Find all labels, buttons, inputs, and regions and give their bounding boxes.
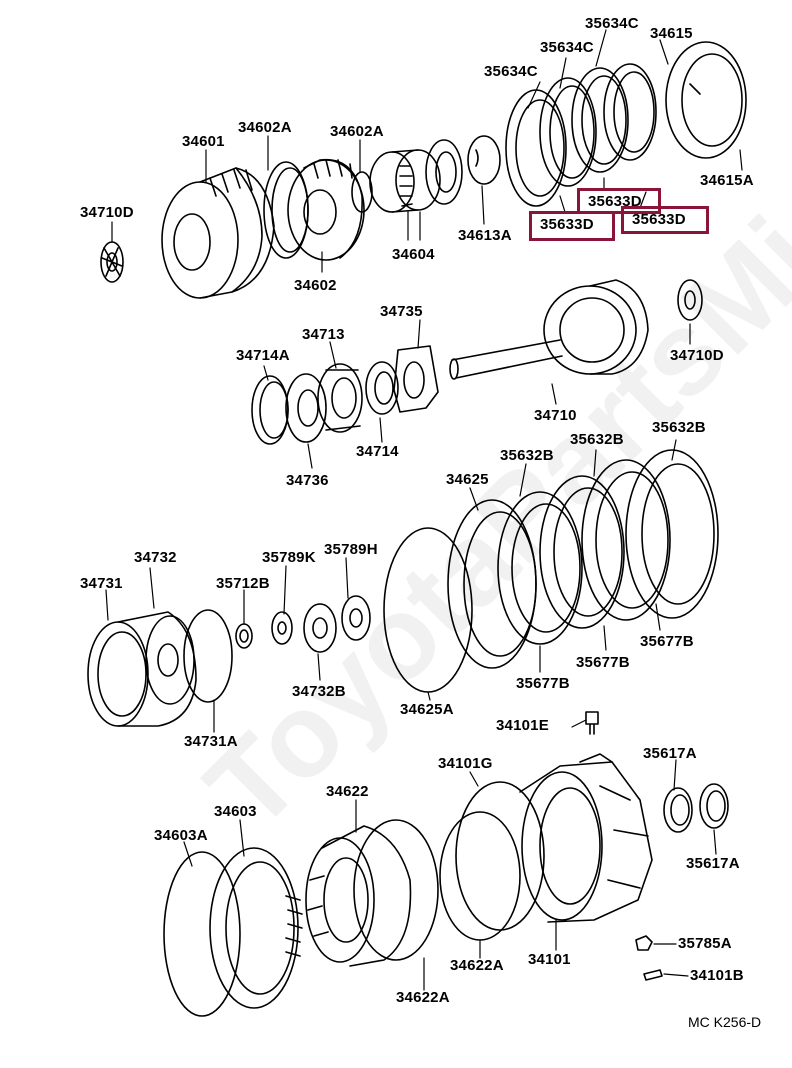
label-35634C-top: 35634C: [585, 15, 639, 32]
label-35632B-1: 35632B: [500, 447, 554, 464]
label-34622A-2: 34622A: [396, 989, 450, 1006]
label-34615: 34615: [650, 25, 693, 42]
part-35634C-pack: [505, 63, 657, 207]
label-35677B-1: 35677B: [516, 675, 570, 692]
part-35789H-washer: [341, 595, 371, 641]
label-34710D-left: 34710D: [80, 204, 134, 221]
part-34736-gear: [285, 373, 327, 443]
label-34714: 34714: [356, 443, 399, 460]
label-34101E: 34101E: [496, 717, 549, 734]
part-34625-plates: [447, 449, 719, 669]
part-35617A-bot: [699, 783, 729, 829]
label-35712B: 35712B: [216, 575, 270, 592]
part-34710-shaft: [449, 279, 649, 380]
part-34731-drum: [87, 611, 197, 727]
part-34601-drum: [161, 167, 275, 299]
label-34101G: 34101G: [438, 755, 493, 772]
label-35633D-1: 35633D: [588, 193, 642, 210]
label-34101: 34101: [528, 951, 571, 968]
part-34602-hub: [287, 158, 365, 261]
label-35632B-3: 35632B: [652, 419, 706, 436]
label-35789H: 35789H: [324, 541, 378, 558]
label-34710: 34710: [534, 407, 577, 424]
label-34615A: 34615A: [700, 172, 754, 189]
label-34613A: 34613A: [458, 227, 512, 244]
highlight-35633D-2: 35633D: [529, 211, 615, 241]
highlight-35633D-3: 35633D: [621, 206, 709, 234]
highlight-35633D-1: 35633D: [577, 188, 661, 214]
label-34603A: 34603A: [154, 827, 208, 844]
part-35785A-nut: [635, 935, 653, 951]
part-34602A-ring-1: [263, 161, 309, 259]
label-35677B-2: 35677B: [576, 654, 630, 671]
part-34731A-ring: [183, 609, 233, 703]
label-35632B-2: 35632B: [570, 431, 624, 448]
label-34714A: 34714A: [236, 347, 290, 364]
label-35617A-top: 35617A: [643, 745, 697, 762]
label-34625A: 34625A: [400, 701, 454, 718]
label-34731: 34731: [80, 575, 123, 592]
label-34622: 34622: [326, 783, 369, 800]
part-34714-bearing: [365, 361, 399, 415]
label-34101B: 34101B: [690, 967, 744, 984]
label-34710D-right: 34710D: [670, 347, 724, 364]
label-34602A-1: 34602A: [238, 119, 292, 136]
part-34604-clutch: [369, 149, 441, 213]
part-34603A-ring: [163, 851, 241, 1017]
part-34101G-ring: [455, 781, 545, 931]
label-34602A-2: 34602A: [330, 123, 384, 140]
part-34735-plate: [393, 345, 439, 413]
label-34603: 34603: [214, 803, 257, 820]
diagram-code: MC K256-D: [688, 1014, 762, 1030]
part-34622A-ring-1: [439, 811, 521, 941]
part-34732-gear: [145, 615, 195, 705]
label-34732: 34732: [134, 549, 177, 566]
label-35633D-3: 35633D: [632, 211, 686, 228]
label-34602: 34602: [294, 277, 337, 294]
part-34603-clutch: [209, 847, 303, 1009]
part-34613A-ring: [467, 135, 501, 185]
part-34101B-pin: [643, 969, 663, 981]
part-34625A-ring: [383, 527, 473, 693]
part-34710D-left: [100, 241, 124, 283]
part-34622A-ring-2: [353, 819, 439, 961]
label-34604: 34604: [392, 246, 435, 263]
part-34615-plate: [665, 41, 747, 159]
part-34101-case: [519, 753, 653, 923]
part-34604-ring: [425, 139, 463, 205]
part-35617A-top: [663, 787, 693, 833]
label-35634C-mid: 35634C: [540, 39, 594, 56]
part-34710D-right: [677, 279, 703, 321]
label-35633D-2: 35633D: [540, 216, 594, 233]
label-35785A: 35785A: [678, 935, 732, 952]
label-34731A: 34731A: [184, 733, 238, 750]
label-34736: 34736: [286, 472, 329, 489]
label-34625: 34625: [446, 471, 489, 488]
label-35789K: 35789K: [262, 549, 316, 566]
label-34601: 34601: [182, 133, 225, 150]
part-34714A-ring: [251, 375, 289, 445]
label-34713: 34713: [302, 326, 345, 343]
label-34622A-1: 34622A: [450, 957, 504, 974]
label-35617A-bot: 35617A: [686, 855, 740, 872]
part-34732B-bearing: [303, 603, 337, 653]
part-34713-gear: [317, 363, 363, 433]
label-34732B: 34732B: [292, 683, 346, 700]
leader-lines: [105, 29, 743, 991]
label-35634C-left: 35634C: [484, 63, 538, 80]
part-35712B-bushing: [235, 623, 253, 649]
part-35789K-washer: [271, 611, 293, 645]
label-35677B-3: 35677B: [640, 633, 694, 650]
label-34735: 34735: [380, 303, 423, 320]
part-34622-carrier: [305, 825, 412, 967]
part-34101E-bolt: [585, 711, 599, 735]
